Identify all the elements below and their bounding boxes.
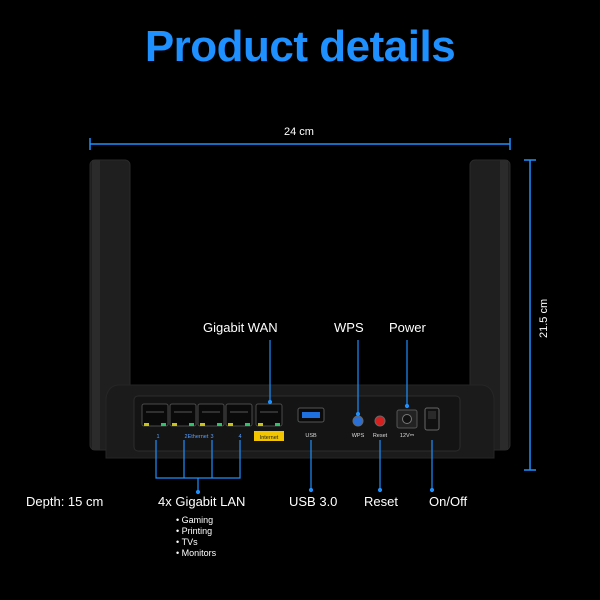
reset-button — [374, 415, 386, 427]
lan-uses-list: Gaming Printing TVs Monitors — [176, 515, 217, 559]
port-label-3: 3 — [210, 434, 213, 440]
height-dimension-line — [524, 159, 536, 471]
page-title: Product details — [144, 22, 456, 71]
callout-gigabit-wan: Gigabit WAN — [203, 320, 278, 335]
internet-port-tag — [254, 431, 284, 441]
width-label: 24 cm — [284, 126, 314, 138]
list-item: Monitors — [176, 548, 217, 559]
port-label-ethernet: Ethernet — [188, 434, 209, 440]
depth-label: Depth: 15 cm — [26, 494, 104, 509]
port-label-4: 4 — [238, 434, 241, 440]
callout-power: Power — [389, 320, 426, 335]
port-label-reset: Reset — [373, 433, 388, 439]
callout-reset: Reset — [364, 494, 398, 509]
port-label-power: 12V⎓ — [400, 433, 415, 439]
wps-button — [352, 415, 364, 427]
list-item: Gaming — [176, 515, 216, 526]
port-label-internet: Internet — [260, 435, 279, 441]
list-item: Printing — [176, 526, 216, 537]
port-label-1: 1 — [156, 434, 159, 440]
callout-gigabit-lan: 4x Gigabit LAN — [158, 494, 246, 509]
port-label-wps: WPS — [352, 433, 365, 439]
lan-ports — [141, 403, 283, 427]
list-item: TVs — [176, 537, 216, 548]
callout-usb: USB 3.0 — [289, 494, 338, 509]
callout-on-off: On/Off — [429, 494, 468, 509]
lan-callout-bracket — [155, 440, 241, 492]
height-label: 21.5 cm — [538, 298, 550, 338]
port-label-usb: USB — [305, 433, 317, 439]
port-label-2: 2 — [184, 434, 187, 440]
callout-wps: WPS — [334, 320, 364, 335]
width-dimension-line — [89, 138, 511, 150]
